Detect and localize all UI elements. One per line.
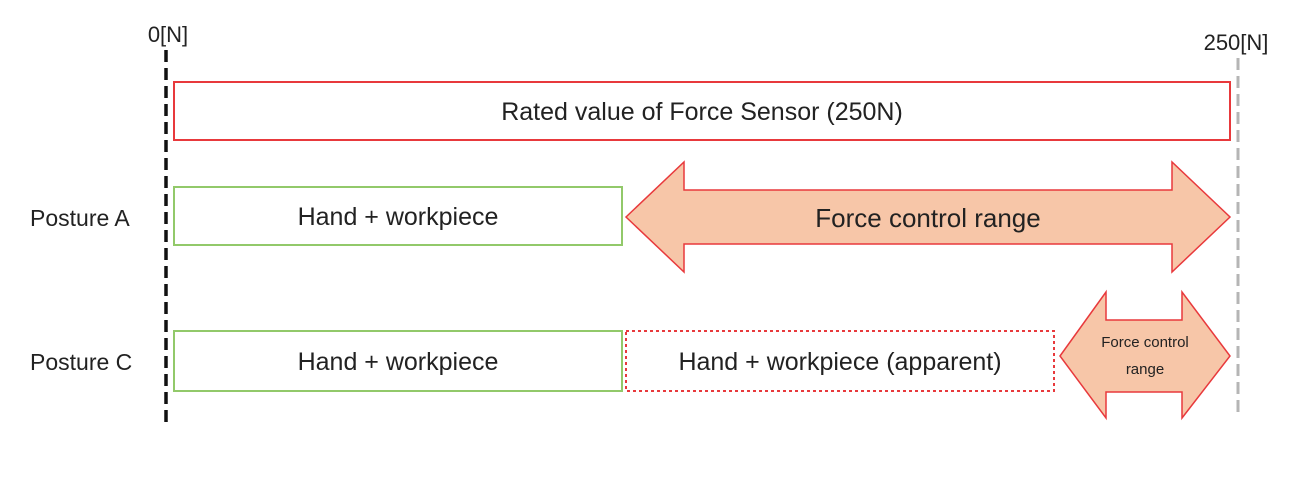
- posture-a-force-range-label: Force control range: [815, 203, 1040, 233]
- posture-c-force-range-arrow: [1059, 289, 1231, 421]
- posture-a-force-range-arrow: [624, 160, 1232, 274]
- posture-c-force-range-label-line2: range: [1126, 361, 1164, 378]
- posture-a-load-box: [173, 186, 623, 246]
- rated-value-label: Rated value of Force Sensor (250N): [501, 98, 903, 126]
- posture-c-apparent-label: Hand + workpiece (apparent): [678, 348, 1001, 376]
- scale-max-label: 250[N]: [1204, 30, 1269, 55]
- posture-c-force-range-label-line1: Force control: [1101, 334, 1189, 351]
- posture-c-load-box: [173, 330, 623, 392]
- posture-a-label: Posture A: [30, 205, 130, 231]
- scale-min-label: 0[N]: [148, 22, 188, 47]
- rated-value-box: [173, 81, 1231, 141]
- posture-a-load-label: Hand + workpiece: [298, 203, 499, 231]
- posture-c-label: Posture C: [30, 349, 132, 375]
- posture-c-apparent-box: [625, 330, 1055, 392]
- posture-c-load-label: Hand + workpiece: [298, 348, 499, 376]
